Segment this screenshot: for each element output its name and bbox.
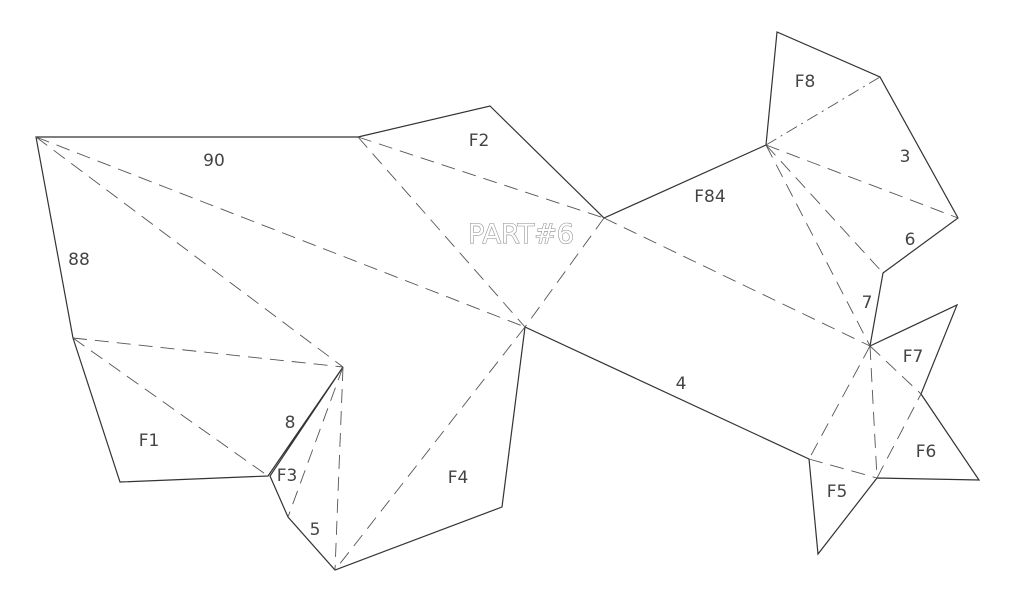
edge-label-4: 4 [676,374,687,394]
fold-line [765,144,959,219]
edge-labels: 90 88 8 5 4 3 6 7 [68,147,915,540]
flap-label-f5: F5 [827,482,848,502]
fold-line [35,136,526,328]
fold-line [603,217,871,347]
fold-line [524,217,605,328]
fold-line [808,345,871,460]
fold-line [287,366,344,518]
flap-label-f7: F7 [903,347,924,367]
cut-lines [35,31,981,571]
fold-line [765,144,884,274]
fold-line [334,326,526,571]
flap-label-f4: F4 [448,468,469,488]
edge-label-6: 6 [905,230,916,250]
edge-label-8: 8 [285,413,296,433]
flap-label-f84: F84 [694,187,725,207]
fold-line [72,337,344,368]
fold-line [765,144,871,347]
flap-labels: F1 F2 F3 F4 F5 F6 F7 F8 F84 [139,72,937,502]
flap-label-f8: F8 [795,72,816,92]
flap-label-f2: F2 [469,131,490,151]
fold-line [869,345,922,395]
edge-label-5: 5 [310,520,321,540]
flap-label-f6: F6 [916,442,937,462]
fold-line [869,345,878,479]
edge-label-3: 3 [900,147,911,167]
part-title: PART#6 [468,219,574,250]
edge-label-88: 88 [68,250,90,270]
fold-line [35,136,344,368]
edge-label-90: 90 [203,151,225,171]
flap-label-f3: F3 [277,466,298,486]
cut-line-left [35,31,981,571]
edge-label-7: 7 [862,293,873,313]
fold-line [357,136,526,328]
fold-lines [35,76,959,571]
fold-line [334,366,344,571]
flap-label-f1: F1 [139,431,160,451]
fold-line [72,337,269,477]
fold-line [876,393,922,479]
fold-line [808,458,878,479]
fold-line [765,76,881,146]
